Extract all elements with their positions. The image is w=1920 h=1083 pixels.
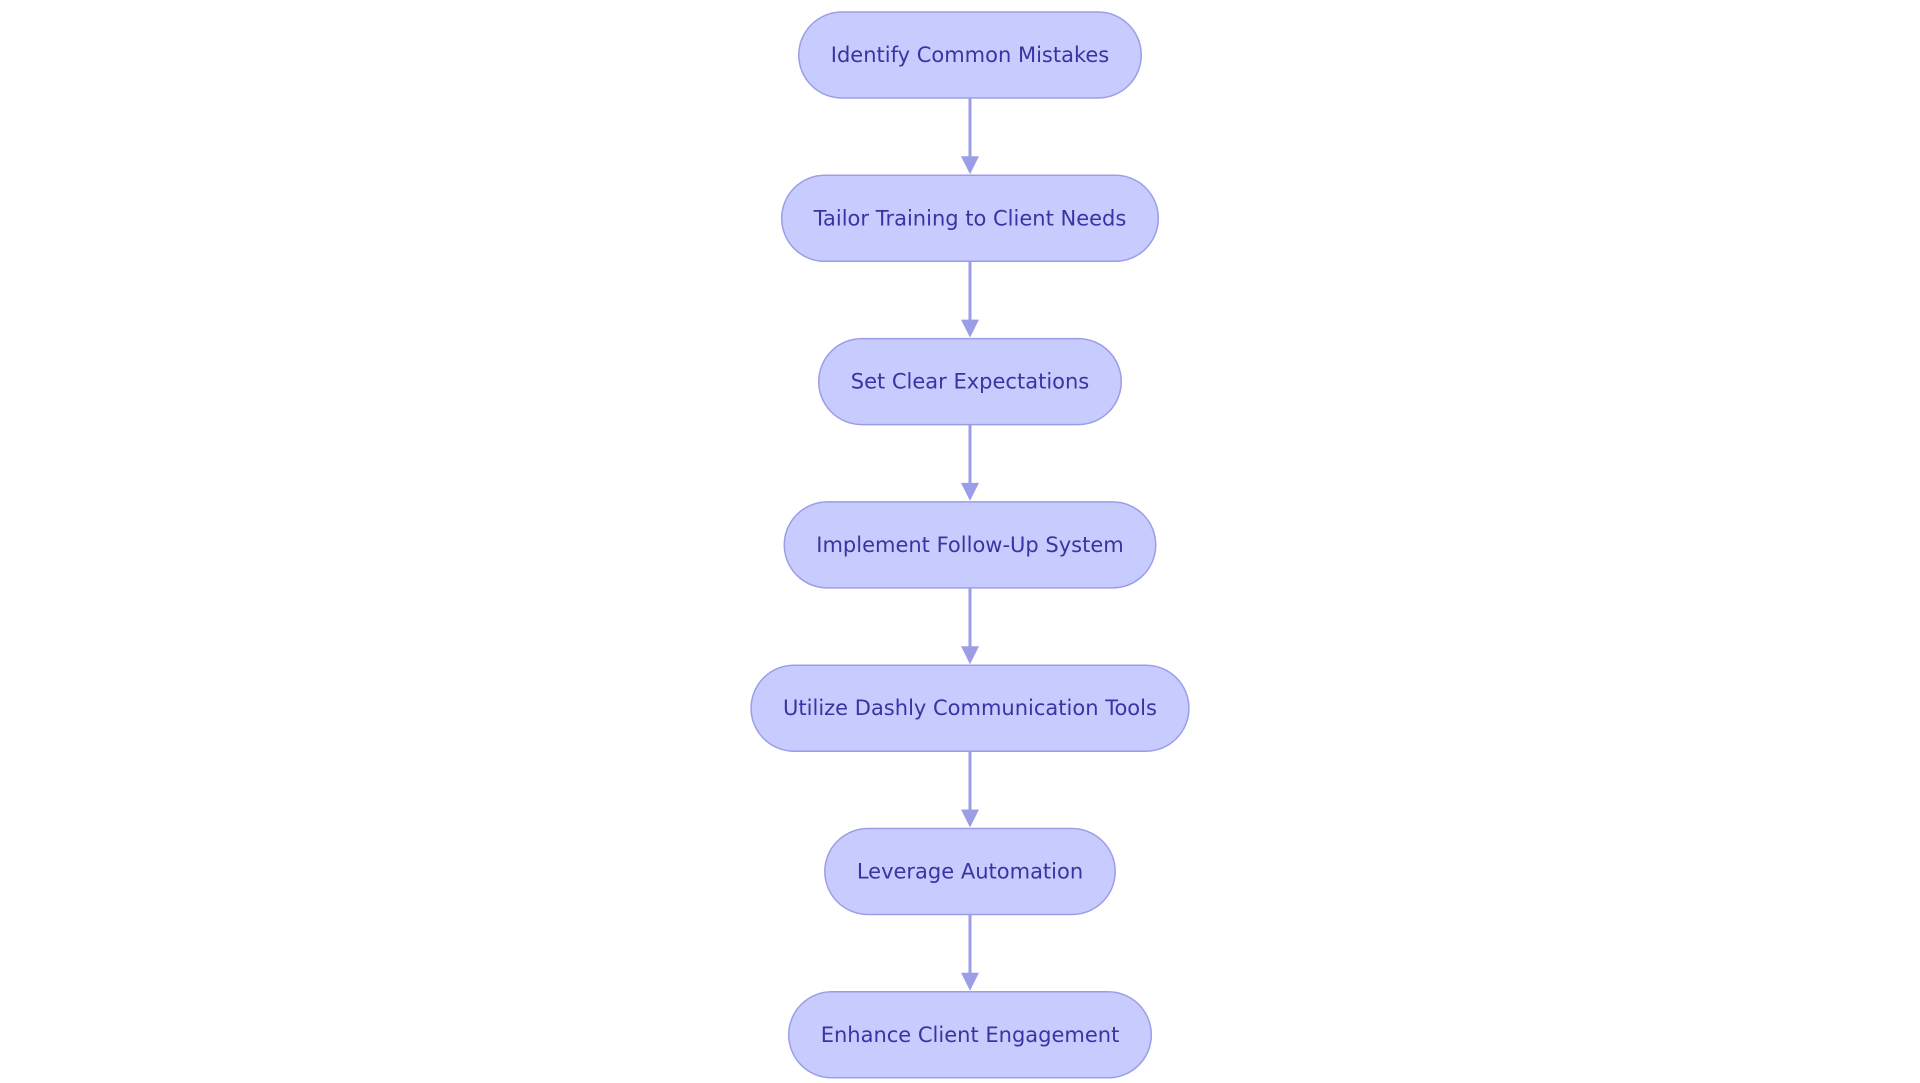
- arrow-set-clear-expectations-to-implement-follow-up: [961, 424, 979, 501]
- edges-layer: [961, 98, 979, 991]
- arrowhead-icon: [961, 646, 979, 665]
- node-enhance-client-engagement: Enhance Client Engagement: [787, 991, 1153, 1079]
- arrowhead-icon: [961, 809, 979, 828]
- arrowhead-icon: [961, 482, 979, 501]
- arrow-identify-common-mistakes-to-tailor-training: [961, 98, 979, 175]
- arrow-implement-follow-up-to-utilize-dashly-tools: [961, 587, 979, 665]
- node-tailor-training: Tailor Training to Client Needs: [780, 174, 1160, 263]
- node-label: Enhance Client Engagement: [821, 1023, 1120, 1047]
- node-shape: [780, 174, 1160, 263]
- node-shape: [750, 664, 1190, 752]
- node-label: Identify Common Mistakes: [831, 43, 1109, 67]
- node-shape: [824, 827, 1116, 916]
- node-shape: [783, 501, 1157, 589]
- node-label: Utilize Dashly Communication Tools: [783, 696, 1157, 720]
- node-utilize-dashly-tools: Utilize Dashly Communication Tools: [750, 664, 1190, 752]
- node-label: Tailor Training to Client Needs: [813, 206, 1127, 230]
- arrow-utilize-dashly-tools-to-leverage-automation: [961, 751, 979, 828]
- node-shape: [787, 991, 1153, 1079]
- arrowhead-icon: [961, 156, 979, 175]
- node-shape: [798, 11, 1142, 99]
- node-implement-follow-up: Implement Follow-Up System: [783, 501, 1157, 589]
- node-shape: [817, 337, 1123, 426]
- arrow-tailor-training-to-set-clear-expectations: [961, 261, 979, 338]
- arrowhead-icon: [961, 972, 979, 991]
- node-set-clear-expectations: Set Clear Expectations: [817, 337, 1123, 426]
- node-leverage-automation: Leverage Automation: [824, 827, 1116, 916]
- node-label: Set Clear Expectations: [851, 370, 1090, 394]
- arrowhead-icon: [961, 319, 979, 338]
- node-label: Implement Follow-Up System: [816, 533, 1123, 557]
- node-label: Leverage Automation: [857, 860, 1083, 884]
- node-identify-common-mistakes: Identify Common Mistakes: [798, 11, 1142, 99]
- arrow-leverage-automation-to-enhance-client-engagement: [961, 914, 979, 991]
